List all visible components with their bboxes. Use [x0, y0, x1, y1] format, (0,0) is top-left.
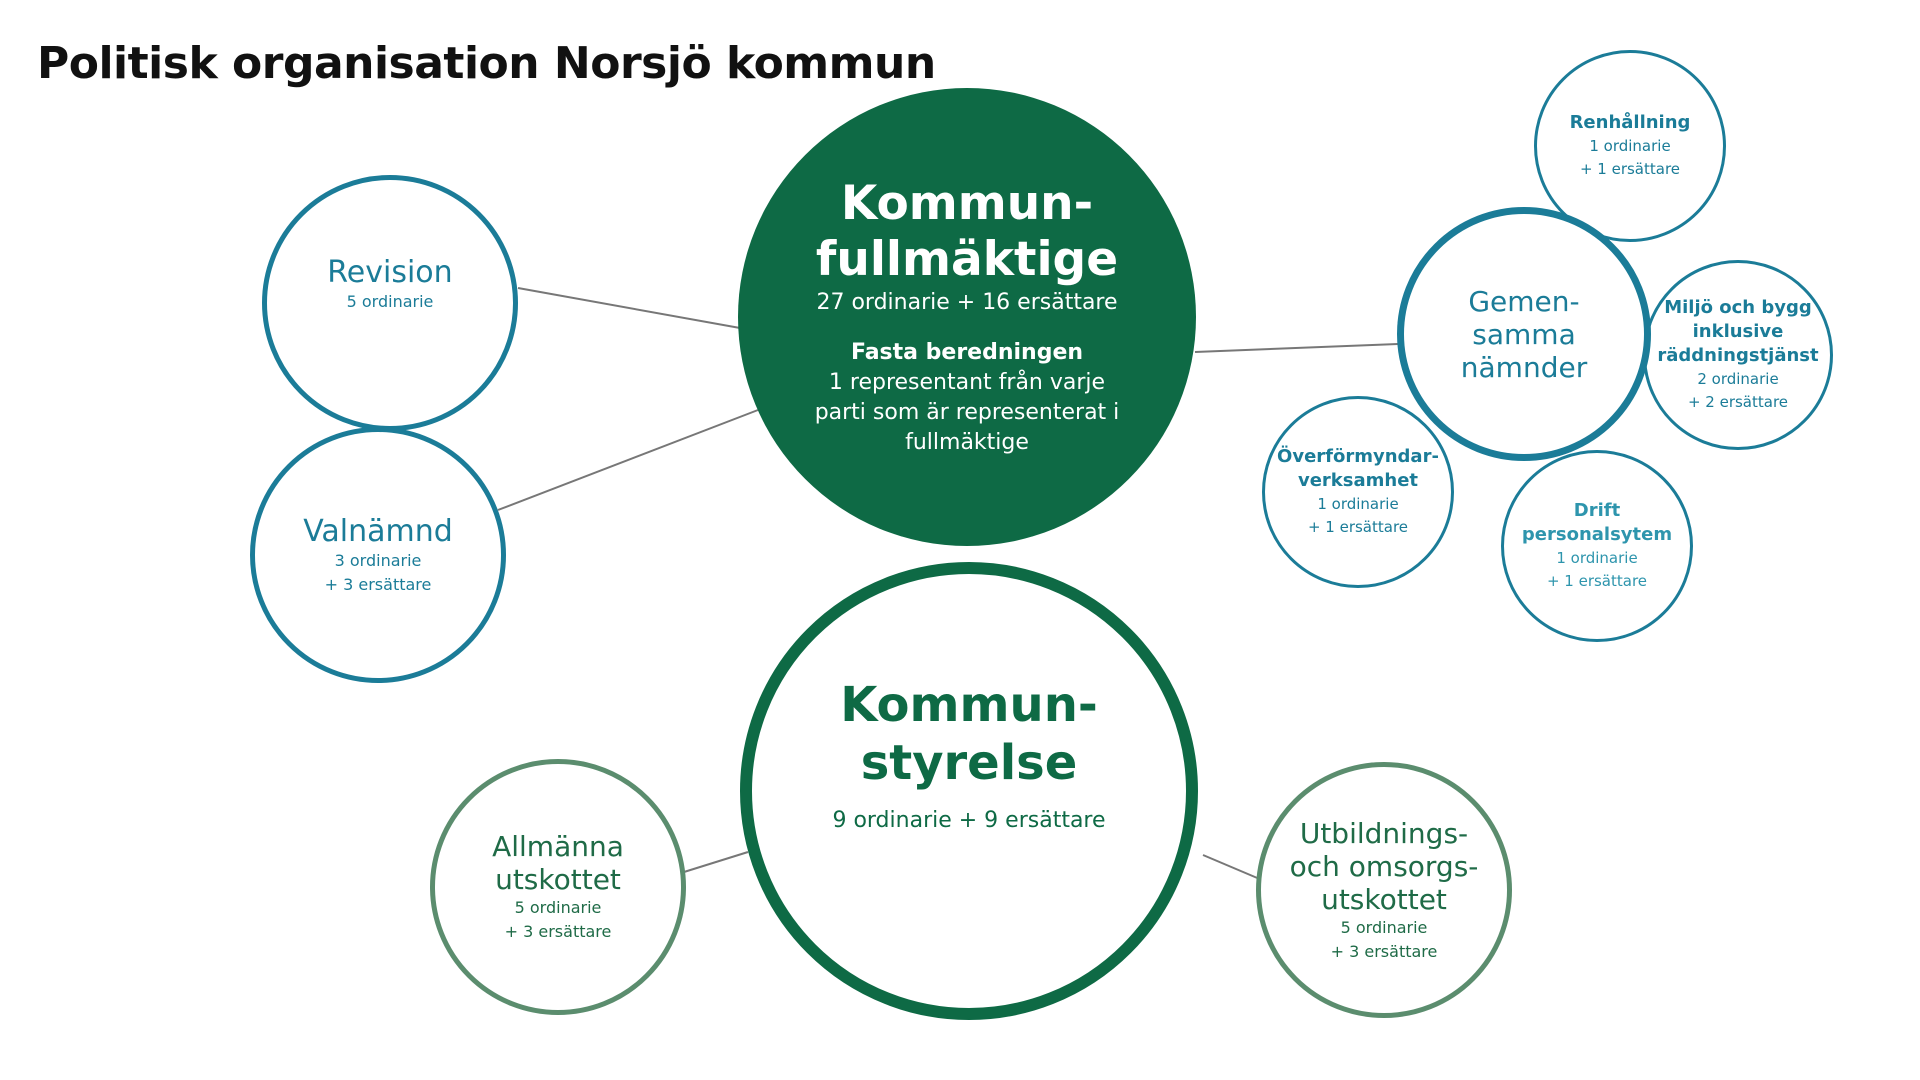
allmanna-utskottet-name-line2: utskottet — [495, 863, 621, 896]
overformyndarverksamhet-ordinarie: 1 ordinarie — [1317, 495, 1399, 513]
kommunfullmaktige-name-line1: Kommun- — [840, 176, 1094, 231]
overformyndarverksamhet-ersattare: + 1 ersättare — [1307, 518, 1409, 536]
page-title: Politisk organisation Norsjö kommun — [37, 38, 936, 89]
kommunfullmaktige-members: 27 ordinarie + 16 ersättare — [816, 290, 1118, 315]
allmanna-utskottet-circle: Allmänna utskottet 5 ordinarie + 3 ersät… — [430, 759, 686, 1015]
utbildnings-utskottet-name-line1: Utbildnings- — [1299, 816, 1469, 850]
gemensamma-namnder-name-line2: samma — [1472, 317, 1576, 351]
drift-personalsytem-ersattare: + 1 ersättare — [1546, 572, 1648, 590]
overformyndarverksamhet-name-line2: verksamhet — [1297, 470, 1419, 491]
valnamnd-ordinarie: 3 ordinarie — [334, 550, 422, 570]
utbildnings-utskottet-name-line2: och omsorgs- — [1289, 849, 1479, 883]
renhallning-ersattare: + 1 ersättare — [1579, 160, 1681, 178]
gemensamma-namnder-name-line3: nämnder — [1460, 350, 1588, 384]
fasta-beredningen-title: Fasta beredningen — [850, 340, 1084, 365]
utbildnings-utskottet-ordinarie: 5 ordinarie — [1340, 917, 1428, 937]
drift-personalsytem-name-line1: Drift — [1573, 500, 1621, 521]
utbildnings-och-omsorgsutskottet-circle: Utbildnings- och omsorgs- utskottet 5 or… — [1256, 762, 1512, 1018]
overformyndarverksamhet-circle: Överförmyndar- verksamhet 1 ordinarie + … — [1262, 396, 1454, 588]
allmanna-utskottet-ordinarie: 5 ordinarie — [514, 898, 602, 917]
fasta-beredningen-line1: 1 representant från varje — [828, 370, 1106, 395]
drift-personalsytem-ordinarie: 1 ordinarie — [1556, 549, 1638, 567]
allmanna-utskottet-ersattare: + 3 ersättare — [504, 922, 612, 941]
renhallning-ordinarie: 1 ordinarie — [1589, 137, 1671, 155]
renhallning-name: Renhållning — [1569, 112, 1691, 133]
connector-valnamnd — [497, 409, 759, 511]
revision-ordinarie: 5 ordinarie — [346, 291, 434, 311]
valnamnd-circle: Valnämnd 3 ordinarie + 3 ersättare — [250, 427, 506, 683]
revision-circle: Revision 5 ordinarie — [262, 175, 518, 431]
fasta-beredningen-line3: fullmäktige — [905, 430, 1029, 455]
renhallning-circle: Renhållning 1 ordinarie + 1 ersättare — [1534, 50, 1726, 242]
utbildnings-utskottet-name-line3: utskottet — [1321, 882, 1447, 916]
connector-allmanna-utskottet — [683, 851, 749, 873]
kommunfullmaktige-circle: Kommun- fullmäktige 27 ordinarie + 16 er… — [738, 88, 1196, 546]
kommunstyrelse-name-line2: styrelse — [860, 735, 1078, 791]
miljo-och-bygg-circle: Miljö och bygg inklusive räddningstjänst… — [1643, 260, 1833, 450]
revision-name: Revision — [327, 254, 453, 290]
drift-personalsytem-circle: Drift personalsytem 1 ordinarie + 1 ersä… — [1501, 450, 1693, 642]
miljo-och-bygg-name-line2: inklusive — [1692, 321, 1784, 342]
kommunstyrelse-circle: Kommun- styrelse 9 ordinarie + 9 ersätta… — [740, 562, 1198, 1020]
utbildnings-utskottet-ersattare: + 3 ersättare — [1330, 941, 1438, 961]
connector-revision — [517, 287, 741, 329]
gemensamma-namnder-name-line1: Gemen- — [1468, 284, 1580, 318]
kommunstyrelse-members: 9 ordinarie + 9 ersättare — [832, 808, 1106, 833]
gemensamma-namnder-circle: Gemen- samma nämnder — [1397, 207, 1651, 461]
miljo-och-bygg-name-line1: Miljö och bygg — [1664, 297, 1812, 318]
miljo-och-bygg-ersattare: + 2 ersättare — [1687, 393, 1789, 411]
miljo-och-bygg-ordinarie: 2 ordinarie — [1697, 370, 1779, 388]
fasta-beredningen-line2: parti som är representerat i — [814, 400, 1120, 425]
kommunstyrelse-name-line1: Kommun- — [840, 677, 1098, 733]
kommunfullmaktige-name-line2: fullmäktige — [815, 232, 1119, 287]
valnamnd-ersattare: + 3 ersättare — [324, 574, 432, 594]
drift-personalsytem-name-line2: personalsytem — [1521, 524, 1673, 545]
miljo-och-bygg-name-line3: räddningstjänst — [1657, 345, 1819, 366]
overformyndarverksamhet-name-line1: Överförmyndar- — [1277, 446, 1439, 467]
valnamnd-name: Valnämnd — [303, 513, 453, 549]
allmanna-utskottet-name-line1: Allmänna — [492, 830, 624, 863]
connector-utbildnings-utskottet — [1202, 854, 1263, 881]
connector-gemensamma-namnder — [1194, 343, 1399, 353]
